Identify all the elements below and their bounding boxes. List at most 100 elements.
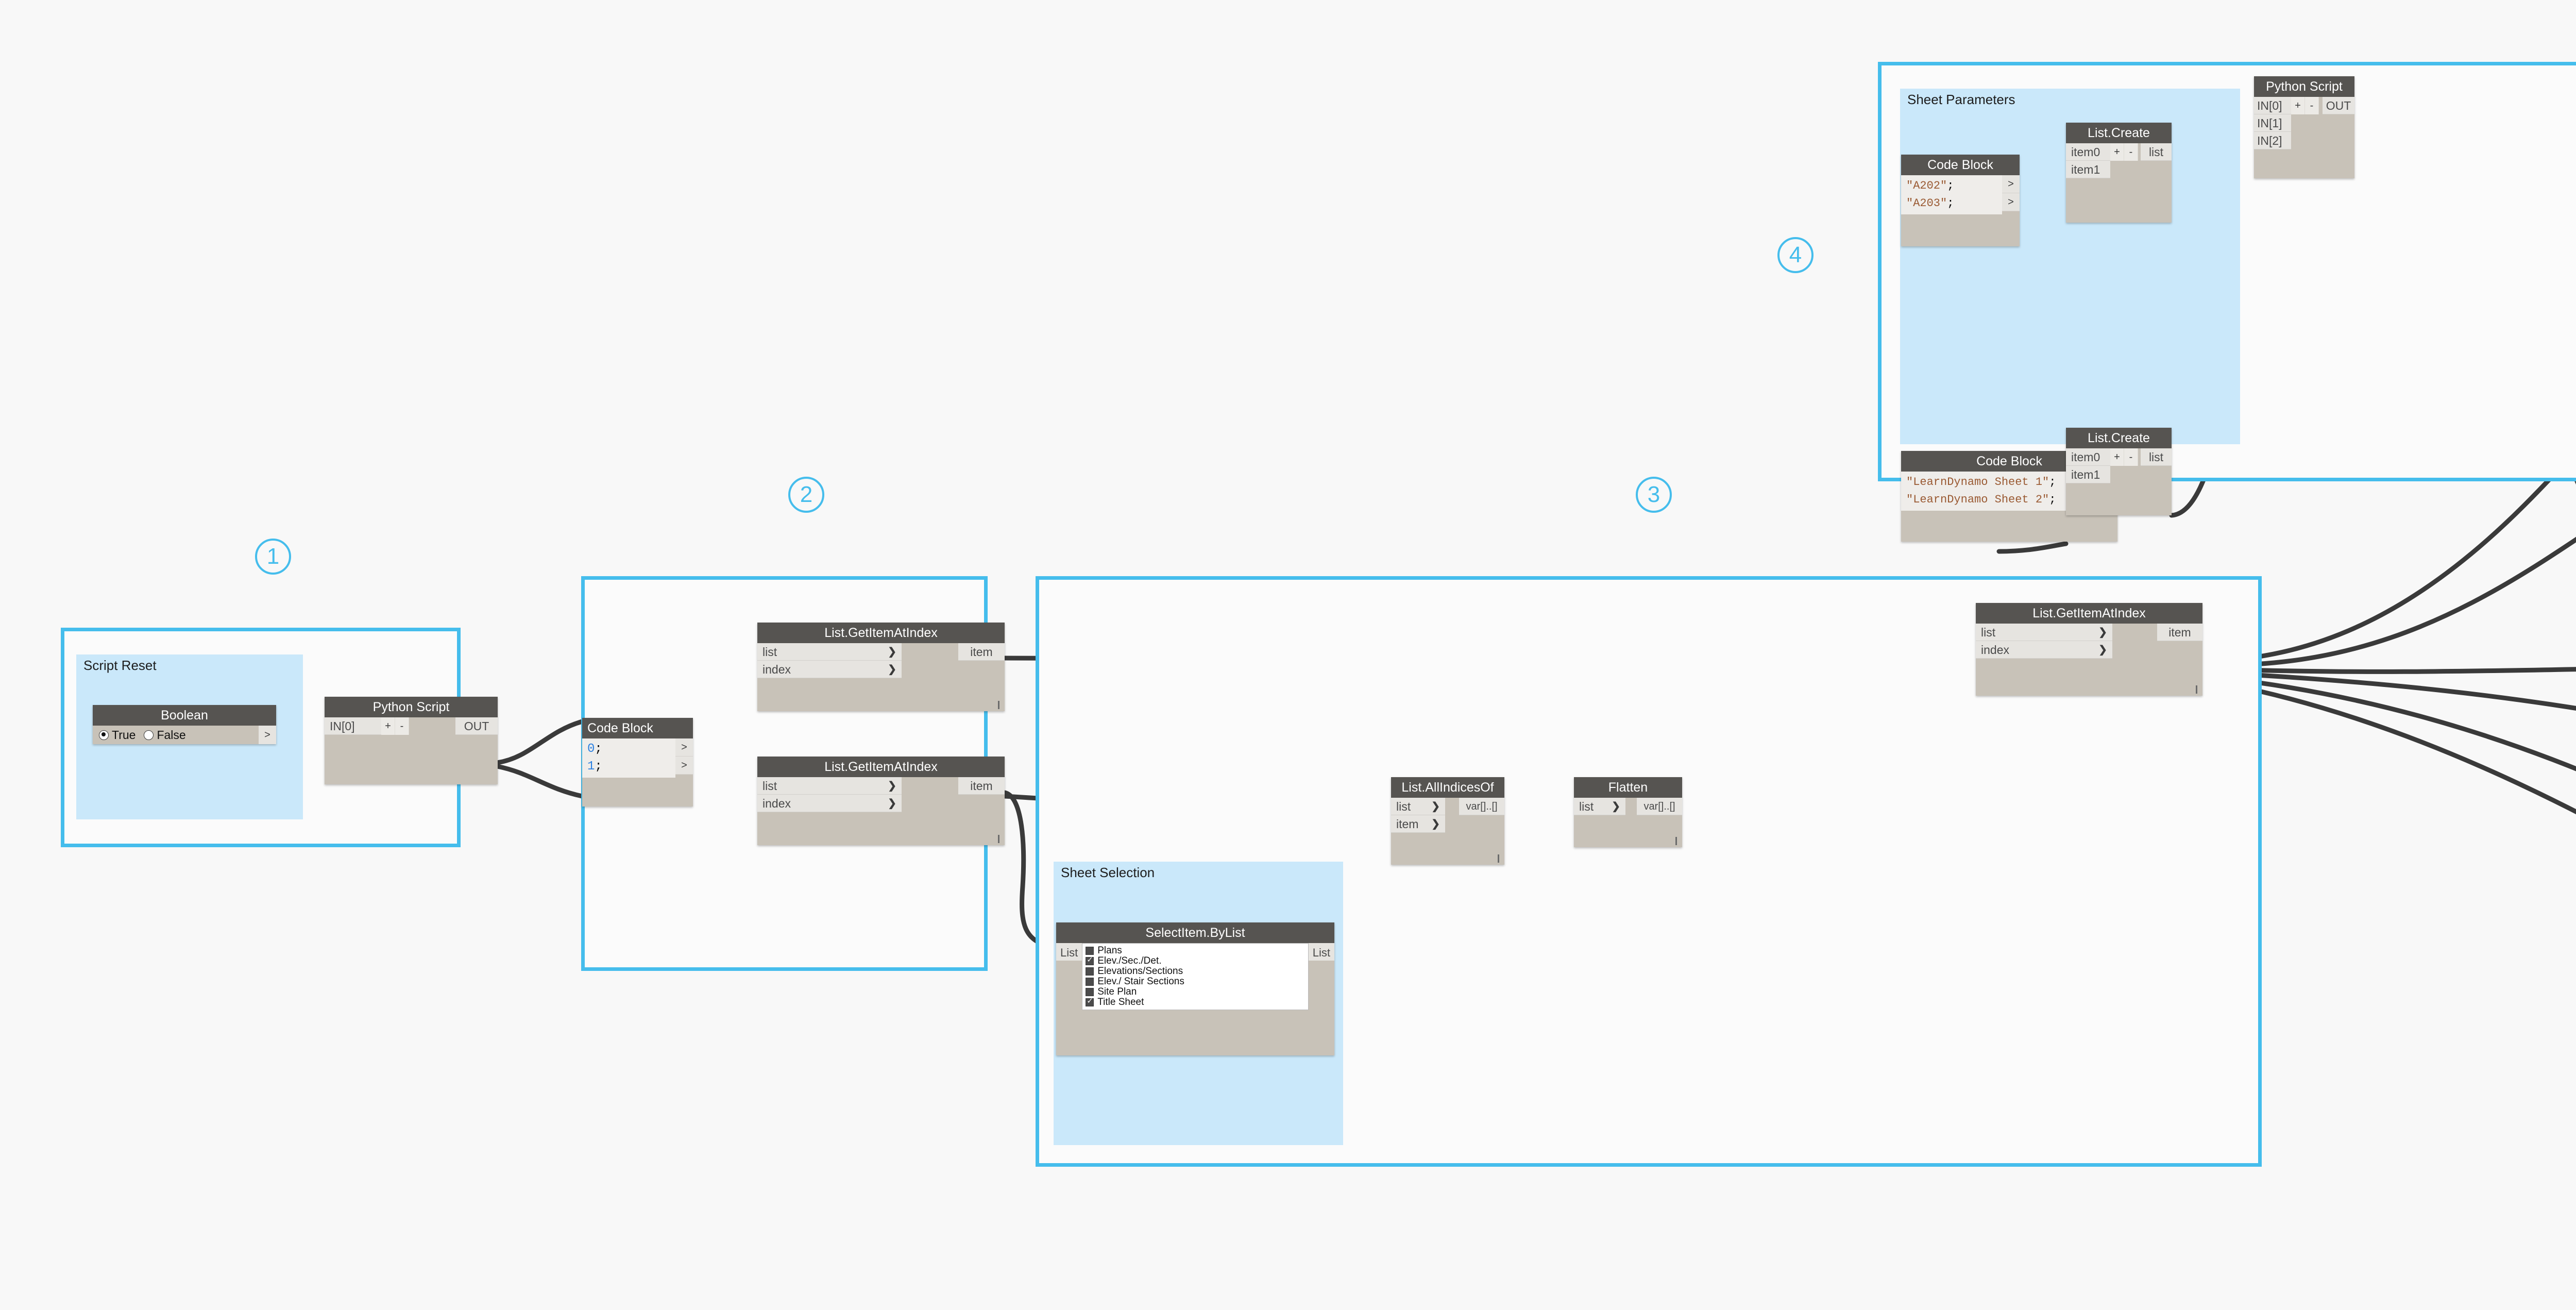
list-getitem-c-out-item[interactable]: item — [2157, 624, 2202, 641]
python-sheets-in0[interactable]: IN[0] — [2254, 97, 2291, 114]
select-item-out-list[interactable]: List — [1308, 943, 1334, 961]
list-item[interactable]: Elevations/Sections — [1086, 966, 1305, 977]
list-item[interactable]: Elev./ Stair Sections — [1086, 977, 1305, 987]
node-code-block-index-title: Code Block — [582, 718, 693, 738]
node-list-getitem-c[interactable]: List.GetItemAtIndex list ❯ index❯ item — [1976, 603, 2202, 696]
node-resize-handle[interactable] — [998, 701, 999, 709]
node-select-item-bylist[interactable]: SelectItem.ByList List Plans Elev./Sec./… — [1056, 922, 1334, 1055]
node-python-sheets[interactable]: Python Script IN[0] IN[1] IN[2] + - OUT — [2254, 76, 2354, 178]
node-resize-handle[interactable] — [2196, 685, 2197, 694]
boolean-reset-output-port[interactable]: > — [259, 726, 276, 744]
list-create-bottom-add-button[interactable]: + — [2110, 448, 2124, 466]
checkbox-icon[interactable] — [1086, 978, 1094, 986]
node-select-item-bylist-title: SelectItem.ByList — [1056, 922, 1334, 943]
port-label: list — [762, 645, 777, 659]
list-create-top-item0[interactable]: item0 — [2066, 143, 2110, 161]
list-getitem-a-out-item[interactable]: item — [958, 643, 1005, 661]
checkbox-icon[interactable] — [1086, 988, 1094, 996]
allindicesof-in-item[interactable]: item❯ — [1391, 815, 1445, 833]
node-code-block-index[interactable]: Code Block 0;1; > > — [582, 718, 693, 807]
port-label: list — [1981, 625, 1996, 639]
list-item[interactable]: Title Sheet — [1086, 997, 1305, 1007]
node-list-allindicesof[interactable]: List.AllIndicesOf list❯ item❯ var[]..[] — [1391, 777, 1504, 865]
node-list-getitem-a-title: List.GetItemAtIndex — [757, 623, 1005, 643]
list-item[interactable]: Elev./Sec./Det. — [1086, 955, 1305, 966]
chevron-right-icon: ❯ — [2098, 626, 2107, 638]
checkbox-icon[interactable] — [1086, 997, 1094, 1006]
node-code-block-sheetnumber[interactable]: Code Block "A202";"A203"; > > — [1901, 155, 2020, 246]
flatten-in-list[interactable]: list ❯ — [1574, 798, 1625, 815]
python-sheets-remove-input-button[interactable]: - — [2305, 97, 2319, 114]
allindicesof-in-list[interactable]: list❯ — [1391, 798, 1445, 815]
step-marker-3: 3 — [1636, 477, 1672, 513]
chevron-right-icon: ❯ — [1612, 800, 1620, 812]
python-sheets-out[interactable]: OUT — [2323, 97, 2354, 114]
node-resize-handle[interactable] — [998, 835, 999, 843]
code-block-index-out0[interactable]: > — [675, 738, 693, 757]
list-create-top-remove-button[interactable]: - — [2124, 143, 2138, 161]
checkbox-icon[interactable] — [1086, 955, 1094, 965]
list-create-bottom-out[interactable]: list — [2141, 448, 2172, 466]
python-reset-in0[interactable]: IN[0] — [325, 717, 381, 735]
code-block-index-out1[interactable]: > — [675, 757, 693, 775]
port-label: index — [1981, 643, 2009, 657]
boolean-reset-true[interactable]: True — [99, 728, 135, 742]
node-list-create-bottom[interactable]: List.Create item0 item1 + - list — [2066, 428, 2172, 515]
node-list-getitem-a[interactable]: List.GetItemAtIndex list❯ index❯ item — [757, 623, 1005, 711]
python-reset-remove-input-button[interactable]: - — [395, 717, 409, 735]
list-create-top-out[interactable]: list — [2141, 143, 2172, 161]
checkbox-icon[interactable] — [1086, 967, 1094, 976]
node-boolean-reset[interactable]: Boolean True False > — [93, 705, 276, 744]
python-sheets-in2[interactable]: IN[2] — [2254, 132, 2291, 149]
list-create-top-add-button[interactable]: + — [2110, 143, 2124, 161]
port-label: list — [1579, 799, 1594, 813]
list-create-bottom-remove-button[interactable]: - — [2124, 448, 2138, 466]
list-getitem-b-in-list[interactable]: list❯ — [757, 777, 902, 795]
port-label: index — [762, 796, 791, 810]
list-create-bottom-item0[interactable]: item0 — [2066, 448, 2110, 466]
node-flatten[interactable]: Flatten list ❯ var[]..[] — [1574, 777, 1682, 847]
node-list-getitem-b[interactable]: List.GetItemAtIndex list❯ index❯ item — [757, 757, 1005, 845]
list-getitem-b-in-index[interactable]: index❯ — [757, 795, 902, 812]
allindicesof-out[interactable]: var[]..[] — [1459, 798, 1504, 815]
python-sheets-add-input-button[interactable]: + — [2291, 97, 2305, 114]
node-boolean-reset-title: Boolean — [93, 705, 276, 726]
list-getitem-a-in-index[interactable]: index❯ — [757, 661, 902, 678]
node-list-getitem-c-title: List.GetItemAtIndex — [1976, 603, 2202, 624]
list-item[interactable]: Plans — [1086, 946, 1305, 956]
port-label: item — [1396, 817, 1419, 831]
code-block-index-code[interactable]: 0;1; — [582, 738, 675, 778]
python-sheets-in1[interactable]: IN[1] — [2254, 114, 2291, 132]
select-item-in-list[interactable]: List — [1056, 943, 1082, 961]
list-getitem-a-in-list[interactable]: list❯ — [757, 643, 902, 661]
select-item-checkbox-list[interactable]: Plans Elev./Sec./Det. Elevations/Section… — [1082, 943, 1309, 1010]
python-reset-out[interactable]: OUT — [455, 717, 498, 735]
list-item-label: Site Plan — [1097, 986, 1137, 997]
code-block-sheetnumber-out0[interactable]: > — [2002, 175, 2020, 193]
list-getitem-c-in-list[interactable]: list ❯ — [1976, 624, 2112, 641]
list-getitem-b-out-item[interactable]: item — [958, 777, 1005, 795]
list-create-top-item1[interactable]: item1 — [2066, 161, 2110, 178]
boolean-reset-row[interactable]: True False > — [93, 726, 276, 744]
code-block-sheetnumber-out1[interactable]: > — [2002, 193, 2020, 211]
node-resize-handle[interactable] — [1498, 854, 1499, 863]
code-block-sheetnumber-code[interactable]: "A202";"A203"; — [1901, 175, 2002, 214]
python-reset-add-input-button[interactable]: + — [381, 717, 395, 735]
list-item-label: Elev./Sec./Det. — [1097, 955, 1162, 966]
node-python-reset-title: Python Script — [325, 697, 498, 717]
node-flatten-title: Flatten — [1574, 777, 1682, 798]
node-list-create-top[interactable]: List.Create item0 item1 + - list — [2066, 123, 2172, 223]
list-item-label: Elev./ Stair Sections — [1097, 976, 1184, 987]
node-python-reset[interactable]: Python Script IN[0] + - OUT — [325, 697, 498, 784]
checkbox-icon[interactable] — [1086, 947, 1094, 955]
boolean-reset-false[interactable]: False — [144, 728, 186, 742]
flatten-out[interactable]: var[]..[] — [1637, 798, 1682, 815]
node-resize-handle[interactable] — [1675, 837, 1677, 845]
list-item[interactable]: Site Plan — [1086, 987, 1305, 997]
list-getitem-c-in-index[interactable]: index❯ — [1976, 641, 2112, 659]
list-create-bottom-item1[interactable]: item1 — [2066, 466, 2110, 483]
node-list-create-top-title: List.Create — [2066, 123, 2172, 143]
group-sheet-selection-title: Sheet Selection — [1061, 865, 1155, 880]
chevron-right-icon: ❯ — [1431, 800, 1440, 812]
